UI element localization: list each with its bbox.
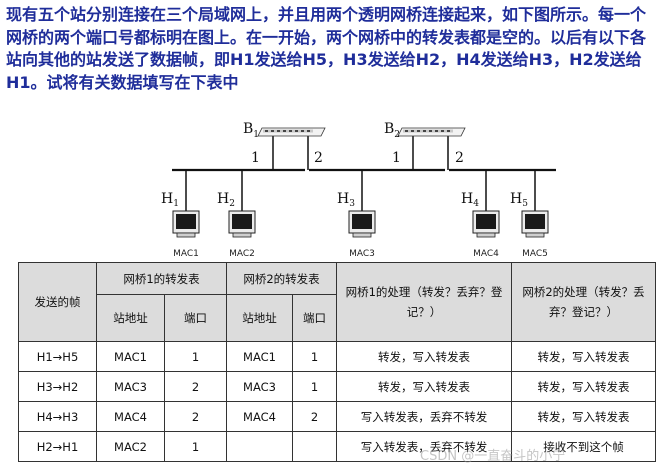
bridge-b1-label: B1 (243, 121, 259, 140)
cell-b2-addr: MAC3 (226, 371, 294, 402)
host-label: H4 (461, 191, 479, 209)
cell-b2-port: 2 (292, 401, 338, 432)
cell-b1-port: 2 (163, 401, 228, 432)
cell-b2-action: 转发，写入转发表 (511, 371, 657, 402)
cell-b1-port: 1 (163, 431, 228, 462)
forwarding-table: 发送的帧 网桥1的转发表 网桥2的转发表 网桥1的处理（转发？丢弃？登记？） 网… (18, 262, 657, 462)
header-b1-port: 端口 (163, 294, 228, 342)
cell-b2-action: 转发，写入转发表 (511, 401, 657, 432)
bridge-b2-port-2: 2 (455, 150, 464, 166)
cell-b2-port: 1 (292, 341, 338, 372)
header-frame: 发送的帧 (18, 262, 97, 342)
cell-frame: H3→H2 (18, 371, 97, 402)
cell-b2-addr: MAC1 (226, 341, 294, 372)
bridge-b1 (257, 127, 326, 170)
cell-b1-addr: MAC2 (96, 431, 165, 462)
header-bridge1-table: 网桥1的转发表 (95, 262, 228, 295)
header-b2-port: 端口 (292, 294, 338, 342)
cell-b2-action: 转发，写入转发表 (511, 341, 657, 372)
host-label: H5 (510, 191, 528, 209)
cell-b1-addr: MAC1 (96, 341, 165, 372)
cell-b1-addr: MAC3 (96, 371, 165, 402)
mac-label: MAC3 (349, 249, 375, 259)
mac-label: MAC5 (522, 249, 548, 259)
bridge-b2-port-1: 1 (392, 150, 401, 166)
cell-frame: H4→H3 (18, 401, 97, 432)
cell-b2-addr (226, 431, 294, 462)
bridge-b2 (397, 127, 466, 170)
cell-b2-port (292, 431, 338, 462)
cell-frame: H2→H1 (18, 431, 97, 462)
header-b2-station-addr: 站地址 (226, 294, 294, 342)
header-b1-station-addr: 站地址 (96, 294, 165, 342)
mac-label: MAC1 (173, 249, 199, 259)
computer-icon (521, 210, 549, 238)
question-text: 现有五个站分别连接在三个局域网上，并且用两个透明网桥连接起来，如下图所示。每一个… (6, 5, 647, 92)
mac-label: MAC2 (229, 249, 255, 259)
cell-b2-addr: MAC4 (226, 401, 294, 432)
cell-b1-port: 1 (163, 341, 228, 372)
header-bridge1-process: 网桥1的处理（转发？丢弃？登记？） (336, 262, 513, 342)
computer-icon (172, 210, 200, 238)
cell-b1-action: 写入转发表，丢弃不转发 (336, 431, 513, 462)
header-bridge2-process: 网桥2的处理（转发？丢弃？登记？） (511, 262, 657, 342)
header-bridge2-table: 网桥2的转发表 (226, 262, 338, 295)
cell-b2-port: 1 (292, 371, 338, 402)
table-row: H3→H2 MAC3 2 MAC3 1 转发，写入转发表 转发，写入转发表 (18, 371, 657, 402)
computer-icon (472, 210, 500, 238)
cell-b2-action: 接收不到这个帧 (511, 431, 657, 462)
table-row: H4→H3 MAC4 2 MAC4 2 写入转发表，丢弃不转发 转发，写入转发表 (18, 401, 657, 432)
host-label: H3 (337, 191, 355, 209)
cell-b1-action: 转发，写入转发表 (336, 371, 513, 402)
computer-icon (228, 210, 256, 238)
bridge-b1-port-1: 1 (251, 150, 260, 166)
mac-label: MAC4 (473, 249, 499, 259)
cell-b1-action: 写入转发表，丢弃不转发 (336, 401, 513, 432)
computer-icon (348, 210, 376, 238)
table-row: H2→H1 MAC2 1 写入转发表，丢弃不转发 接收不到这个帧 (18, 431, 657, 462)
host-label: H2 (217, 191, 235, 209)
cell-b1-port: 2 (163, 371, 228, 402)
watermark-text: CSDN @一直奋斗的小宁 (420, 449, 566, 464)
bridge-b2-label: B2 (384, 121, 400, 140)
table-row: H1→H5 MAC1 1 MAC1 1 转发，写入转发表 转发，写入转发表 (18, 341, 657, 372)
host-label: H1 (161, 191, 179, 209)
bridge-b1-port-2: 2 (314, 150, 323, 166)
cell-b1-addr: MAC4 (96, 401, 165, 432)
cell-frame: H1→H5 (18, 341, 97, 372)
cell-b1-action: 转发，写入转发表 (336, 341, 513, 372)
